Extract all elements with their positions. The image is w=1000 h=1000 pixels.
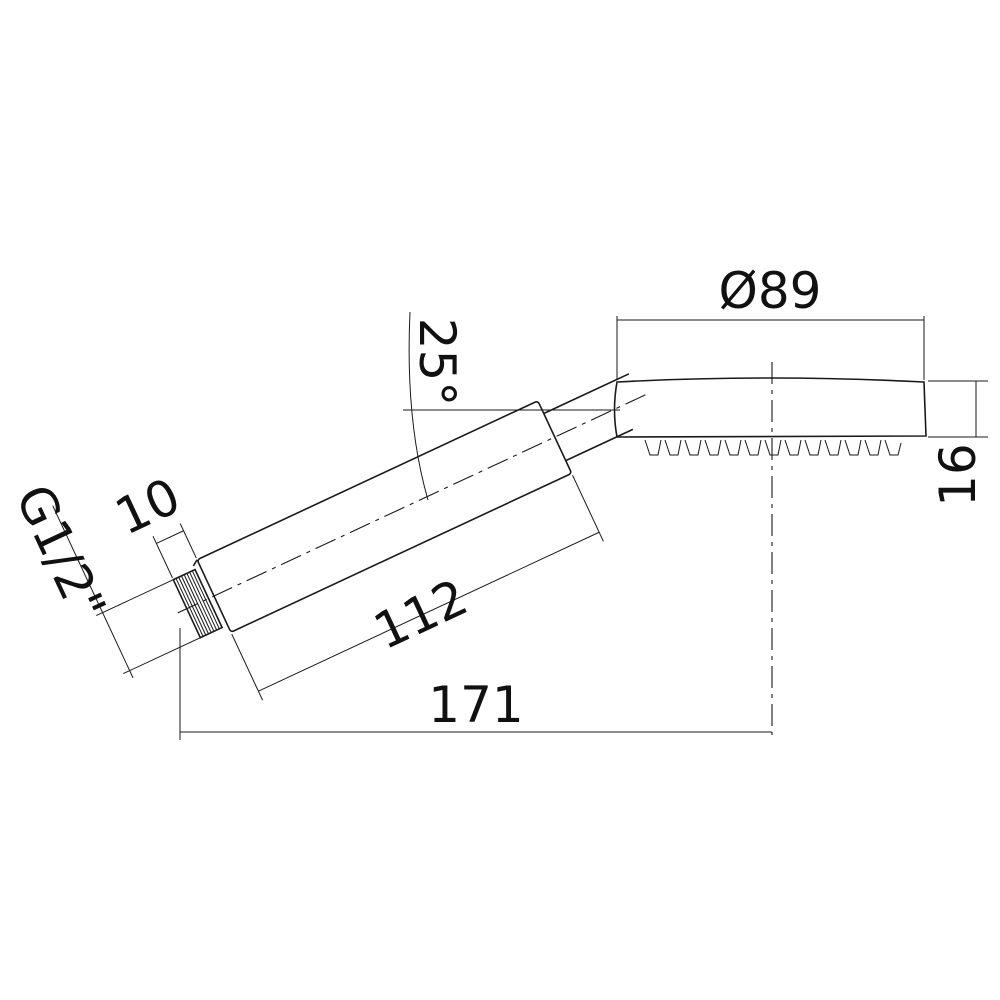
dim-angle: 25° — [408, 318, 466, 407]
dim-head-height: 16 — [929, 443, 987, 507]
dim-head-diameter: Ø89 — [719, 262, 822, 320]
dim-overall-length: 171 — [428, 676, 523, 734]
shower-head — [613, 362, 927, 735]
dim-thread-size: G1/2" — [4, 476, 117, 629]
thread — [172, 559, 224, 639]
dim-handle-length: 112 — [365, 568, 476, 661]
